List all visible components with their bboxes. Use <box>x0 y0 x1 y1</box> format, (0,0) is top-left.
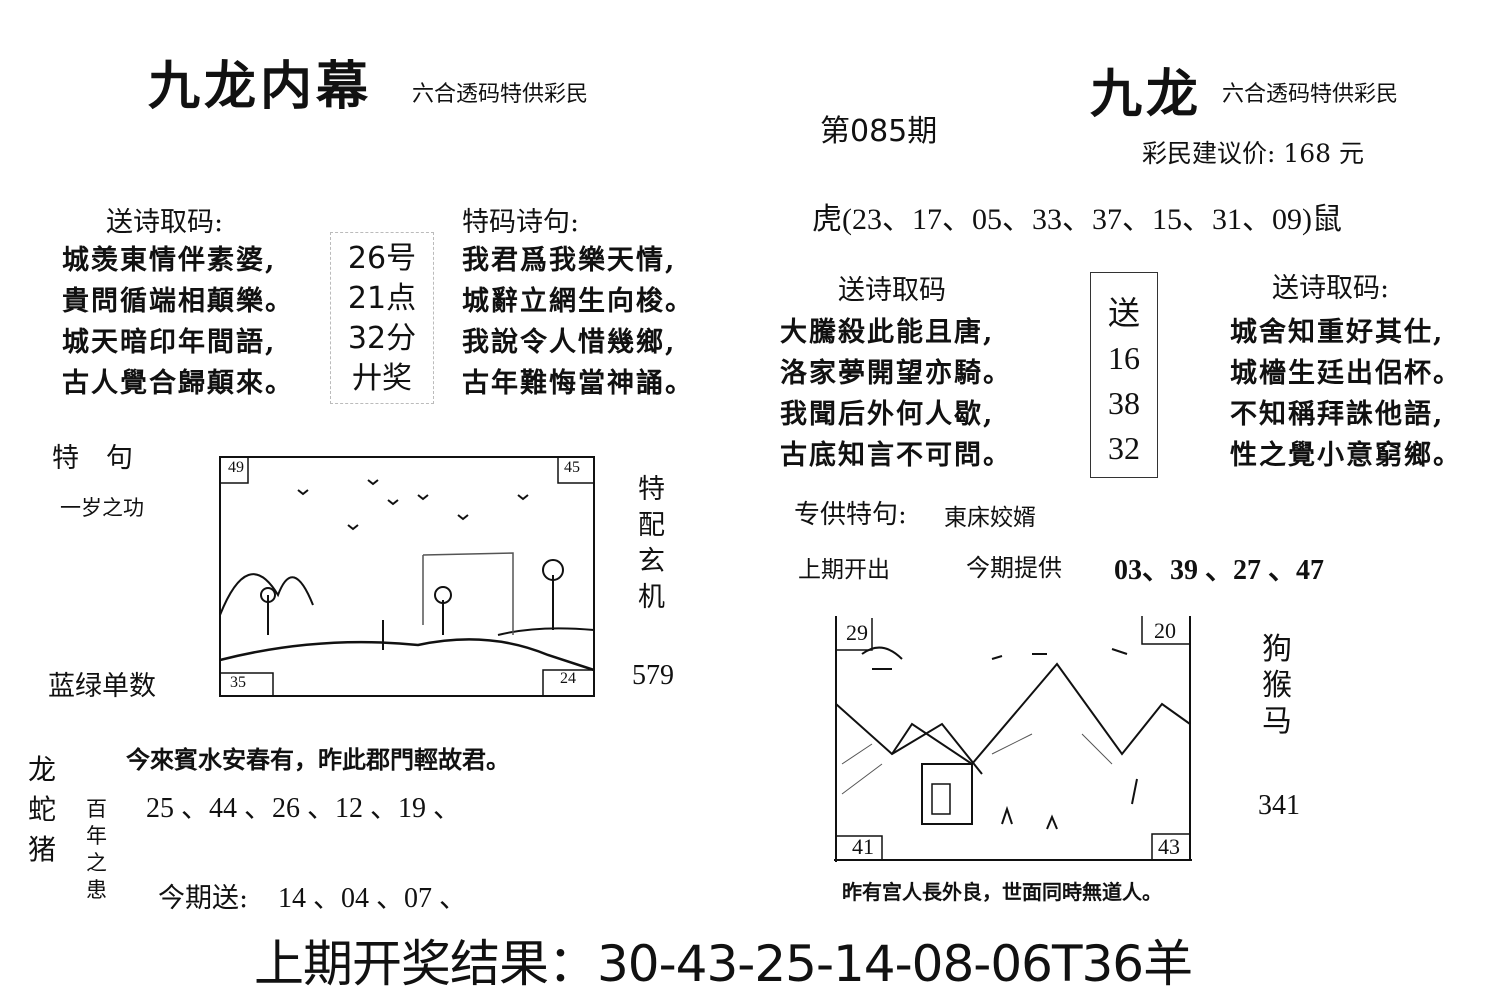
jinqi-label: 今期送: <box>158 883 249 914</box>
poem-line: 城天暗印年間語, <box>62 327 277 358</box>
corner-number: 41 <box>852 834 874 859</box>
right-poem-left: 大騰殺此能且唐, 洛家夢開望亦騎。 我聞后外何人歇, 古底知言不可問。 <box>780 312 1012 476</box>
corner-number: 35 <box>230 674 246 691</box>
issue-number: 第085期 <box>820 114 938 149</box>
provide-numbers: 03、39 、27 、47 <box>1114 555 1325 586</box>
char: 机 <box>638 582 665 613</box>
poem-line: 城檣生廷出侶杯。 <box>1230 358 1462 389</box>
right-title: 九龙 <box>1090 64 1203 125</box>
left-poem: 城羡東情伴素婆, 貴問循端相顛樂。 城天暗印年間語, 古人覺合歸顛來。 <box>62 240 294 404</box>
poem-line: 城舍知重好其仕, <box>1230 317 1445 348</box>
left-center-box: 26号 21点 32分 廾奖 <box>330 232 434 404</box>
poem-line: 城辭立網生向梭。 <box>462 286 694 317</box>
corner-number: 43 <box>1158 834 1180 859</box>
last-draw-result: 上期开奖结果：30-43-25-14-08-06T36羊 <box>254 935 1193 987</box>
poem-line: 城羡東情伴素婆, <box>62 245 277 276</box>
right-center-box: 送 16 38 32 <box>1090 272 1158 478</box>
right-poem-header-right: 送诗取码: <box>1272 273 1390 304</box>
box-line: 32分 <box>347 321 417 356</box>
char: 猴 <box>1262 668 1292 703</box>
tiger-line: 虎(23、17、05、33、37、15、31、09)鼠 <box>812 203 1342 236</box>
left-subtitle: 六合透码特供彩民 <box>412 82 589 107</box>
jinqi-numbers: 14 、04 、07 、 <box>278 883 468 914</box>
poem-line: 洛家夢開望亦騎。 <box>780 358 1012 389</box>
poem-line: 我聞后外何人歇, <box>780 399 995 430</box>
right-subtitle: 六合透码特供彩民 <box>1222 82 1399 107</box>
te-ju-text: 一岁之功 <box>60 496 144 520</box>
poem-line: 貴問循端相顛樂。 <box>62 286 294 317</box>
char: 蛇 <box>28 793 57 826</box>
char: 之 <box>86 851 107 875</box>
right-landscape-drawing <box>834 616 1192 862</box>
left-poem-header: 送诗取码: <box>106 207 224 238</box>
box-line: 38 <box>1108 385 1140 421</box>
char: 玄 <box>638 546 665 577</box>
char: 狗 <box>1262 632 1292 667</box>
right-poem-header-left: 送诗取码 <box>838 275 946 306</box>
char: 猪 <box>28 833 57 866</box>
poem-line: 不知稱拜誅他語, <box>1230 399 1445 430</box>
left-sentence: 今來賓水安春有，昨此郡門輕故君。 <box>126 745 510 774</box>
corner-number: 29 <box>846 620 868 645</box>
box-line: 32 <box>1108 430 1140 466</box>
corner-number: 20 <box>1154 618 1176 643</box>
left-landscape-drawing <box>219 456 595 697</box>
box-line: 送 <box>1107 295 1140 331</box>
special-line-label: 专供特句: <box>794 500 907 530</box>
poem-line: 我說令人惜幾鄉, <box>462 327 677 358</box>
poem-line: 我君爲我樂天情, <box>462 245 677 276</box>
box-line: 廾奖 <box>352 361 412 396</box>
te-ju-label: 特 句 <box>52 443 133 474</box>
left-title: 九龙内幕 <box>148 56 373 117</box>
last-open-label: 上期开出 <box>798 557 890 583</box>
corner-number: 24 <box>560 670 576 687</box>
poem-line: 古年難悔當神誦。 <box>462 368 694 399</box>
poem-line: 性之覺小意窮鄉。 <box>1230 440 1462 471</box>
char: 特 <box>638 474 665 505</box>
right-poem-right: 城舍知重好其仕, 城檣生廷出侶杯。 不知稱拜誅他語, 性之覺小意窮鄉。 <box>1230 312 1462 476</box>
vertical-label: 特 配 玄 机 <box>638 472 665 616</box>
box-line: 21点 <box>347 281 417 316</box>
corner-number: 45 <box>564 459 580 476</box>
lan-lv-label: 蓝绿单数 <box>48 671 156 702</box>
right-value: 341 <box>1258 790 1300 821</box>
special-line-text: 東床姣婿 <box>944 505 1036 531</box>
price: 彩民建议价: 168 元 <box>1142 139 1365 168</box>
char: 马 <box>1262 704 1292 739</box>
bai-nian-label: 百 年 之 患 <box>86 796 107 904</box>
char: 年 <box>86 824 107 848</box>
number-list: 25 、44 、26 、12 、19 、 <box>146 793 462 824</box>
char: 患 <box>86 878 107 902</box>
zodiac-list: 龙 蛇 猪 <box>28 750 56 870</box>
corner-number: 49 <box>228 459 244 476</box>
right-caption: 昨有宫人長外良，世面同時無道人。 <box>842 880 1162 904</box>
special-poem: 我君爲我樂天情, 城辭立網生向梭。 我說令人惜幾鄉, 古年難悔當神誦。 <box>462 240 694 404</box>
right-vertical-label: 狗 猴 马 <box>1262 632 1292 740</box>
lan-lv-value: 579 <box>632 660 674 691</box>
char: 配 <box>638 510 665 541</box>
box-line: 16 <box>1108 340 1140 376</box>
poem-line: 大騰殺此能且唐, <box>780 317 995 348</box>
char: 百 <box>86 797 107 821</box>
box-line: 26号 <box>347 241 417 276</box>
char: 龙 <box>28 753 57 786</box>
poem-line: 古人覺合歸顛來。 <box>62 368 294 399</box>
special-header: 特码诗句: <box>462 207 580 238</box>
provide-label: 今期提供 <box>966 554 1062 582</box>
poem-line: 古底知言不可問。 <box>780 440 1012 471</box>
